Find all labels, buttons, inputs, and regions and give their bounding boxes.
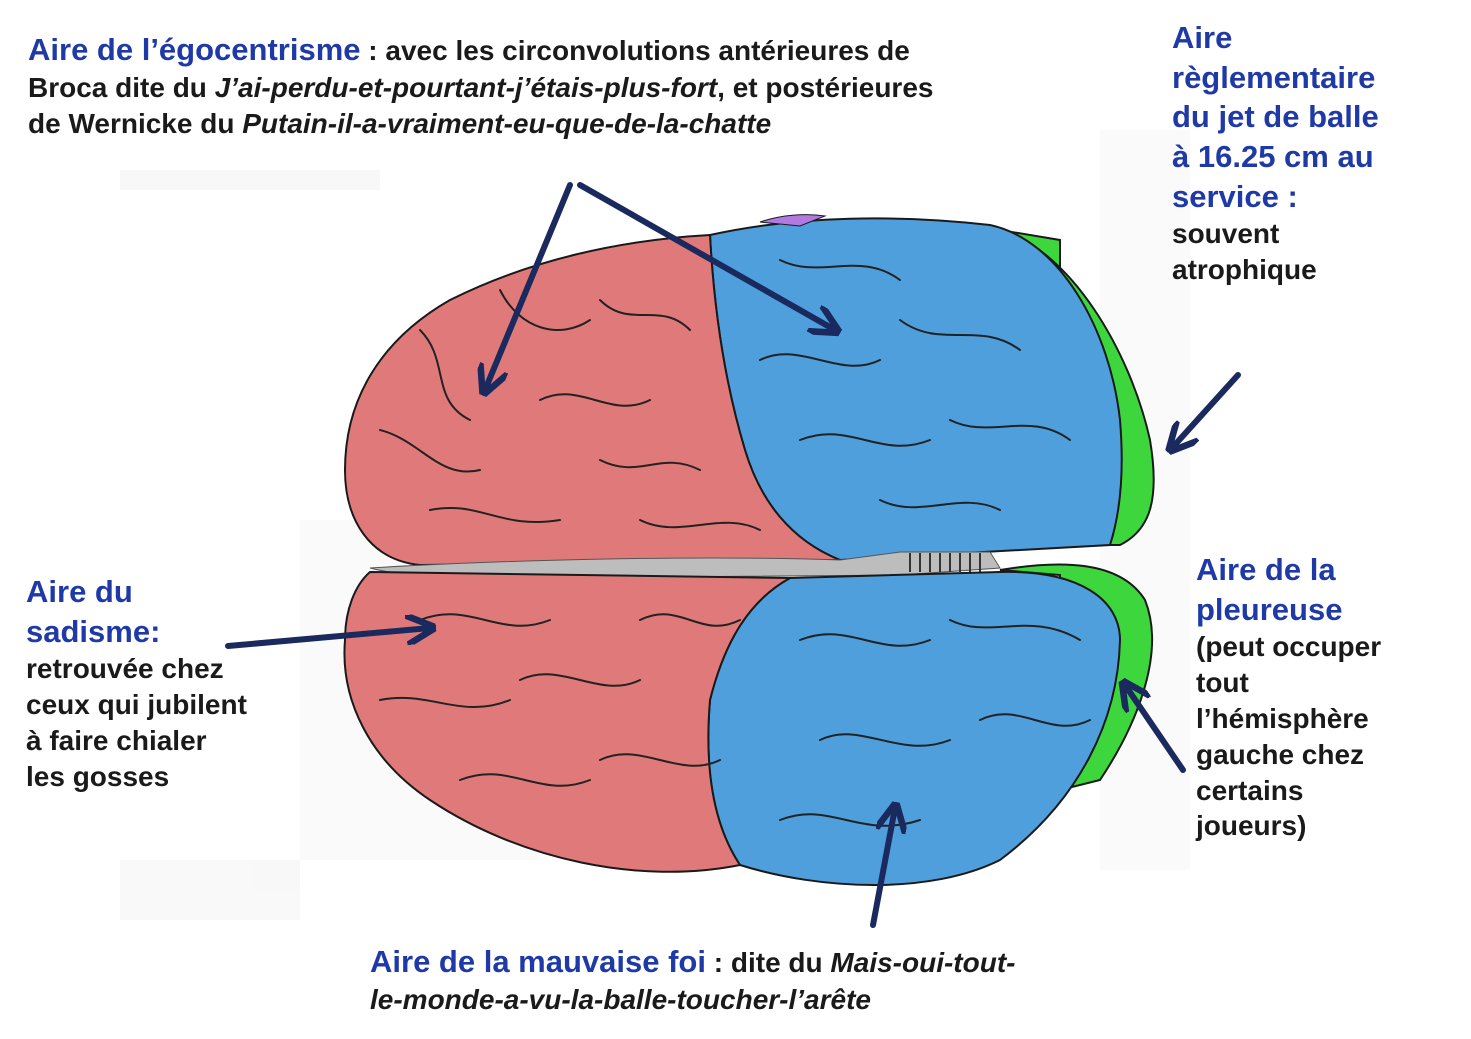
mauvaise-foi-italic-2: le-monde-a-vu-la-balle-toucher-l’arête (370, 983, 871, 1015)
pleureuse-text-line: joueurs) (1196, 810, 1307, 842)
pleureuse-title-line: Aire de la (1196, 552, 1336, 587)
egocentrisme-text-4: de Wernicke du (28, 107, 243, 139)
arrow-egocentrisme-right (577, 182, 835, 330)
jet-text-line: atrophique (1172, 254, 1317, 286)
label-pleureuse: Aire de la pleureuse (peut occuper tout … (1196, 550, 1466, 844)
pleureuse-text-line: certains (1196, 774, 1304, 806)
jet-title-line: à 16.25 cm au (1172, 139, 1374, 175)
egocentrisme-text-2: Broca dite du (28, 71, 215, 103)
jet-text-line: souvent (1172, 218, 1280, 250)
lower-parietal-region (707, 570, 1122, 886)
jet-title-line: règlementaire (1172, 59, 1376, 95)
jet-title-line: service : (1172, 178, 1298, 214)
annotation-arrows (225, 182, 1241, 928)
sadisme-title-line: Aire du (26, 574, 133, 609)
pleureuse-title-line: pleureuse (1196, 591, 1343, 627)
label-jet-de-balle: Aire règlementaire du jet de balle à 16.… (1172, 18, 1462, 288)
egocentrisme-text-3: , et postérieures (717, 71, 934, 103)
sadisme-text-line: retrouvée chez (26, 653, 224, 685)
jet-title-line: Aire (1172, 20, 1233, 55)
mauvaise-foi-title: Aire de la mauvaise foi (370, 944, 706, 979)
egocentrisme-italic-1: J’ai-perdu-et-pourtant-j’étais-plus-fort (214, 71, 718, 103)
lower-hemisphere (343, 563, 1153, 886)
arrow-egocentrisme-left (485, 182, 573, 390)
gyri-lines (379, 259, 1091, 827)
upper-hemisphere (343, 214, 1155, 567)
arrow-jet-de-balle (1172, 372, 1241, 448)
pleureuse-text-line: (peut occuper (1196, 631, 1382, 663)
label-mauvaise-foi: Aire de la mauvaise foi : dite du Mais-o… (370, 942, 1170, 1018)
arrow-pleureuse (1125, 685, 1186, 773)
mauvaise-foi-text-1: : dite du (705, 947, 831, 978)
mauvaise-foi-italic-1: Mais-oui-tout- (830, 947, 1016, 978)
egocentrisme-text-1: : avec les circonvolutions antérieures d… (360, 35, 910, 66)
pleureuse-text-line: tout (1196, 667, 1249, 699)
arrow-mauvaise-foi (870, 808, 895, 928)
sadisme-title-line: sadisme: (26, 613, 161, 649)
sadisme-text-line: les gosses (26, 760, 170, 792)
jet-title-line: du jet de balle (1172, 99, 1379, 135)
arrow-sadisme (225, 628, 430, 649)
sadisme-text-line: à faire chialer (26, 725, 207, 756)
pleureuse-text-line: l’hémisphère (1196, 703, 1369, 734)
lower-frontal-region (343, 570, 794, 873)
purple-patch (759, 214, 827, 227)
pleureuse-text-line: gauche chez (1196, 738, 1365, 770)
sadisme-text-line: ceux qui jubilent (26, 689, 247, 721)
label-sadisme: Aire du sadisme: retrouvée chez ceux qui… (26, 572, 296, 795)
cerebellum-stripes (909, 553, 981, 572)
label-egocentrisme: Aire de l’égocentrisme : avec les circon… (28, 30, 1108, 141)
egocentrisme-italic-2: Putain-il-a-vraiment-eu-que-de-la-chatte (242, 107, 772, 139)
egocentrisme-title: Aire de l’égocentrisme (28, 32, 361, 67)
